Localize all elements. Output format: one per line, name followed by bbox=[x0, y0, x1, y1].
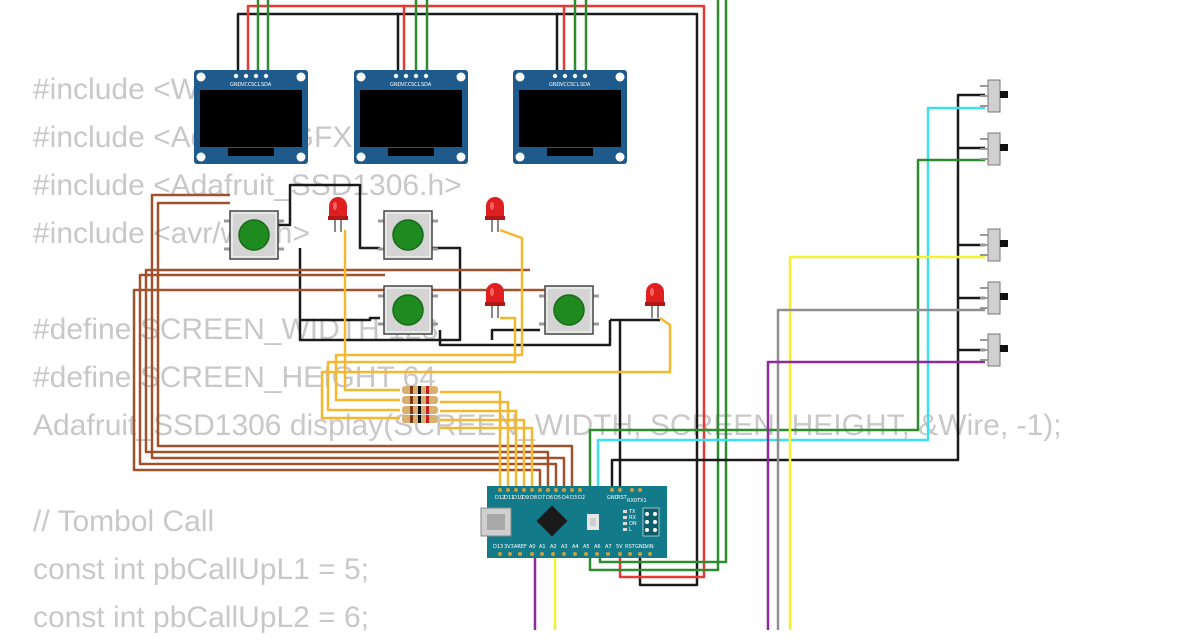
nano-pin-label: D13 bbox=[493, 544, 503, 550]
resistors[interactable] bbox=[402, 386, 438, 423]
arduino-nano[interactable]: TX RX ON L D12 D11 D10 D9 D8 D7 D6 D5 D4… bbox=[480, 486, 667, 558]
red-led[interactable] bbox=[484, 196, 506, 233]
oled-display[interactable]: GND VCC SCL SDA bbox=[194, 70, 308, 164]
red-led[interactable] bbox=[327, 196, 349, 233]
nano-pin-label: D12 bbox=[495, 495, 505, 501]
pushbutton[interactable] bbox=[222, 209, 286, 261]
nano-pin-label: A0 bbox=[529, 544, 536, 550]
nano-pin-label: D2 bbox=[578, 495, 585, 501]
oled-pin-label: SCL bbox=[411, 82, 421, 88]
oled-pin-label: SDA bbox=[421, 82, 432, 88]
nano-pin-label: A4 bbox=[572, 544, 579, 550]
nano-pin-label: D5 bbox=[554, 495, 561, 501]
pushbutton[interactable] bbox=[376, 284, 440, 336]
nano-pin-label: TX1 bbox=[636, 498, 647, 504]
oled-display[interactable]: GND VCC SCL SDA bbox=[513, 70, 627, 164]
oled-pin-label: GND bbox=[549, 82, 561, 88]
purple-wire bbox=[766, 360, 985, 630]
oled-pin-label: VCC bbox=[560, 82, 571, 88]
oled-pin-label: SCL bbox=[570, 82, 580, 88]
nano-pin-label: D10 bbox=[513, 495, 523, 501]
resistor bbox=[402, 415, 438, 423]
oled-pin-label: VCC bbox=[241, 82, 252, 88]
nano-pin-label: AREF bbox=[514, 544, 527, 550]
brown-wires bbox=[132, 193, 574, 488]
yellow-wire bbox=[788, 255, 985, 630]
nano-pin-label: RX0 bbox=[627, 498, 637, 504]
resistor bbox=[402, 406, 438, 414]
nano-pin-label: D8 bbox=[530, 495, 537, 501]
nano-led-label: ON bbox=[629, 521, 637, 527]
oled-pin-label: SDA bbox=[580, 82, 591, 88]
nano-pin-label: 5V bbox=[616, 544, 623, 550]
nano-led-label: L bbox=[629, 527, 632, 533]
nano-bottom-pins bbox=[498, 552, 652, 556]
nano-top-pins bbox=[498, 488, 642, 492]
oled-pin-label: SCL bbox=[251, 82, 261, 88]
nano-bottom-pin-labels: D13 3V3 AREF A0 A1 A2 A3 A4 A5 A6 A7 5V … bbox=[493, 544, 654, 550]
nano-pin-label: GND bbox=[635, 544, 647, 550]
nano-pin-label: D4 bbox=[562, 495, 569, 501]
nano-pin-label: A7 bbox=[605, 544, 612, 550]
nano-pin-label: GND bbox=[607, 495, 619, 501]
nano-top-pin-labels: D12 D11 D10 D9 D8 D7 D6 D5 D4 D3 D2 GND … bbox=[495, 495, 647, 504]
nano-led-label: RX bbox=[629, 515, 636, 521]
oled-pin-label: GND bbox=[390, 82, 402, 88]
nano-pin-label: A2 bbox=[550, 544, 557, 550]
nano-pin-label: D9 bbox=[522, 495, 529, 501]
oled-scl-wires bbox=[256, 0, 728, 572]
nano-pin-label: RST bbox=[625, 544, 636, 550]
nano-pin-label: D3 bbox=[570, 495, 577, 501]
oled-pin-label: GND bbox=[230, 82, 242, 88]
grey-wire bbox=[776, 308, 985, 630]
oled-pin-label: VCC bbox=[401, 82, 412, 88]
resistor bbox=[402, 386, 438, 394]
pushbutton[interactable] bbox=[537, 284, 601, 336]
resistor bbox=[402, 396, 438, 404]
nano-pin-label: D11 bbox=[504, 495, 514, 501]
nano-pin-label: A5 bbox=[583, 544, 590, 550]
pushbutton[interactable] bbox=[376, 209, 440, 261]
green-wire bbox=[588, 158, 985, 488]
nano-pin-label: A6 bbox=[594, 544, 601, 550]
red-led[interactable] bbox=[484, 282, 506, 319]
nano-pin-label: A1 bbox=[539, 544, 546, 550]
nano-pin-label: 3V3 bbox=[504, 544, 514, 550]
nano-led-label: TX bbox=[628, 509, 636, 515]
red-led[interactable] bbox=[644, 282, 666, 319]
wires bbox=[132, 0, 985, 630]
nano-pin-label: VIN bbox=[645, 544, 654, 550]
nano-pin-label: RST bbox=[617, 495, 628, 501]
oled-gnd-wires bbox=[236, 12, 699, 587]
oled-display[interactable]: GND VCC SCL SDA bbox=[354, 70, 468, 164]
nano-pin-label: D6 bbox=[546, 495, 553, 501]
oled-pin-label: SDA bbox=[261, 82, 272, 88]
nano-pin-label: D7 bbox=[538, 495, 545, 501]
nano-pin-label: A3 bbox=[561, 544, 568, 550]
orange-wires bbox=[320, 228, 672, 488]
cyan-wire bbox=[596, 106, 985, 488]
